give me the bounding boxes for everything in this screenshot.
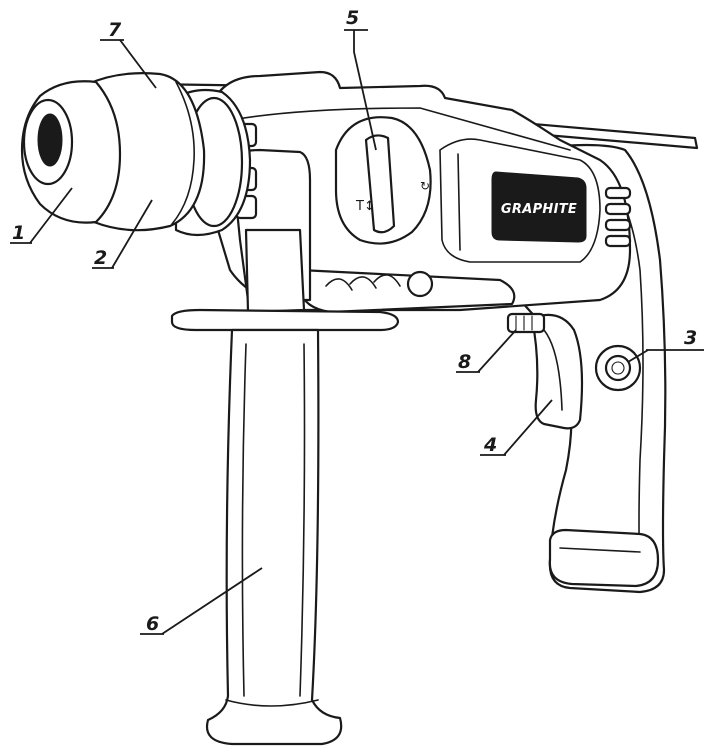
brand-panel: GRAPHITE [491, 171, 587, 243]
callout-5: 5 [344, 7, 377, 151]
callout-label: 8 [458, 351, 471, 373]
callout-3: 3 [627, 327, 704, 363]
callout-6: 6 [140, 567, 263, 635]
mode-selector: T↕ ↻ [334, 116, 432, 245]
lower-housing-vents [298, 268, 516, 314]
callout-label: 5 [346, 7, 359, 29]
hammer-mode-icon: T↕ [355, 199, 375, 214]
drill-chuck [20, 80, 122, 224]
trigger-switch [530, 313, 584, 430]
callout-label: 6 [146, 613, 159, 635]
reverse-switch [594, 344, 642, 392]
callout-8: 8 [456, 329, 517, 373]
callout-label: 2 [94, 247, 107, 269]
chuck-sleeve [86, 72, 206, 232]
callout-4: 4 [480, 399, 553, 456]
callout-label: 3 [684, 327, 697, 349]
callout-7: 7 [100, 19, 157, 89]
speed-regulator [506, 312, 546, 334]
drill-mode-icon: ↻ [420, 179, 430, 193]
callout-1: 1 [10, 187, 73, 244]
callout-label: 4 [483, 434, 497, 456]
brand-logo-text: GRAPHITE [501, 202, 577, 217]
callout-label: 1 [12, 222, 25, 244]
auxiliary-handle [170, 228, 400, 746]
callout-label: 7 [108, 19, 122, 41]
callout-2: 2 [92, 199, 153, 269]
